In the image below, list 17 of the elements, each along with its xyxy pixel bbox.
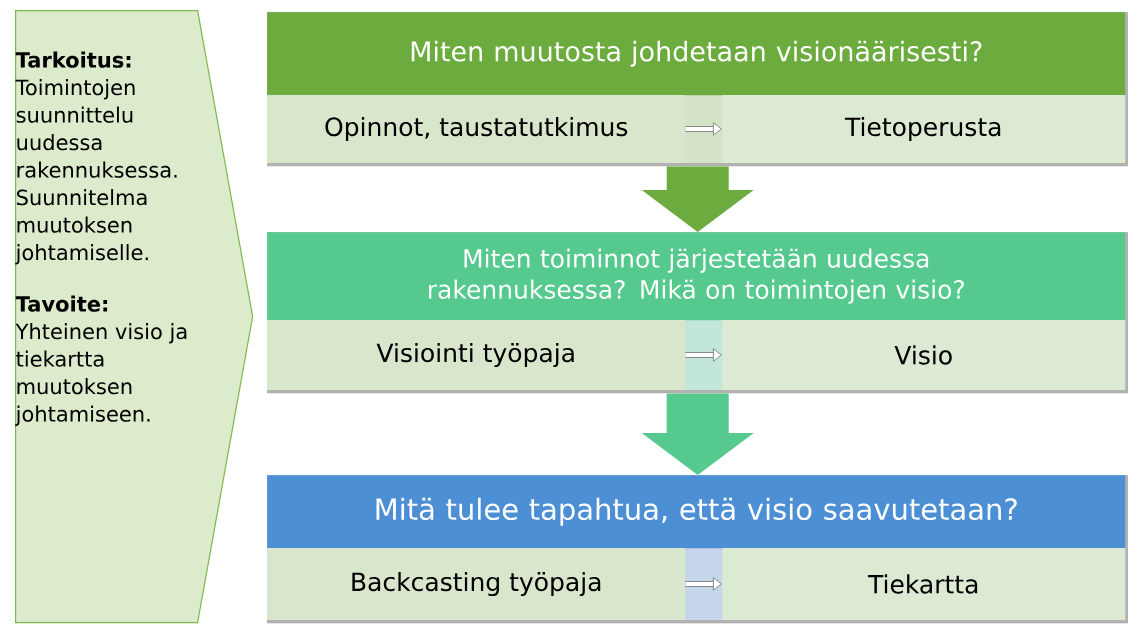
arrow xyxy=(685,577,722,591)
block-arrow xyxy=(641,166,754,232)
step-cell: Opinnot, taustatutkimus xyxy=(267,95,686,163)
header-bar: Miten muutosta johdetaan visionäärisesti? xyxy=(267,12,1126,96)
step-cell: Visiointi työpaja xyxy=(267,320,686,390)
side-text: Tavoite: Yhteinen visio ja tiekartta muutoksen johtamiseen. xyxy=(15,295,187,426)
step-cell: Visio xyxy=(722,320,1126,390)
header-bar: Mitä tulee tapahtua, että visio saavutetaan? xyxy=(267,475,1126,549)
header-bar: Miten toiminnot järjestetään uudessa rakennuksessa? Mikä on toimintojen visio? xyxy=(267,232,1126,321)
step-cell: Tiekartta xyxy=(722,548,1126,620)
step-cell: Backcasting työpaja xyxy=(267,548,686,620)
arrow xyxy=(685,122,722,136)
side-text: Tarkoitus: Toimintojen suunnittelu uudessa rakennuksessa. Suunnitelma muutoksen johtamiselle. xyxy=(15,51,177,265)
pentagon-arrow xyxy=(15,10,254,624)
arrow xyxy=(685,348,722,362)
step-cell: Tietoperusta xyxy=(722,95,1126,163)
block-arrow xyxy=(641,393,754,475)
